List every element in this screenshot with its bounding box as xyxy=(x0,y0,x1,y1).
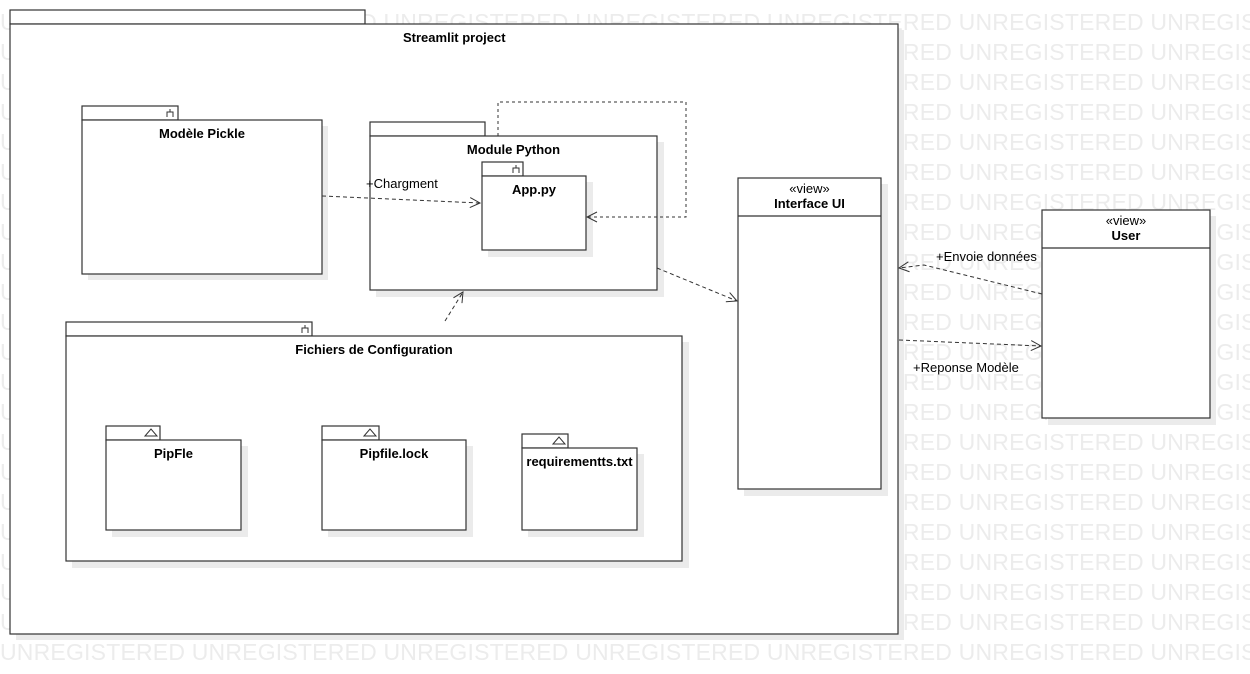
dependency-envoie-donnees[interactable] xyxy=(899,265,1043,295)
package-title-requirements: requirementts.txt xyxy=(526,454,633,469)
model-triangle-icon xyxy=(551,436,567,445)
dependency-module-to-ui[interactable] xyxy=(656,267,737,301)
class-header-interface-ui: «view» Interface UI xyxy=(738,181,881,211)
package-title-pipfile-lock: Pipfile.lock xyxy=(359,446,429,461)
model-triangle-icon xyxy=(362,428,378,437)
package-pipfile[interactable] xyxy=(105,425,248,537)
class-header-user: «view» User xyxy=(1042,213,1210,243)
package-app-py[interactable] xyxy=(481,161,593,257)
dependency-self-loop[interactable] xyxy=(497,101,687,217)
package-requirements[interactable] xyxy=(521,433,644,537)
stereotype-label: «view» xyxy=(1105,213,1147,228)
package-title-pipfile: PipFle xyxy=(153,446,193,461)
package-pipfile-lock[interactable] xyxy=(321,425,473,537)
dependency-reponse-modele[interactable] xyxy=(898,339,1041,346)
class-interface-ui[interactable] xyxy=(737,177,888,496)
subsystem-icon xyxy=(512,165,520,173)
package-modele-pickle[interactable] xyxy=(81,105,328,280)
model-triangle-icon xyxy=(143,428,159,437)
package-title-app-py: App.py xyxy=(511,182,557,197)
class-name-user: User xyxy=(1111,228,1141,243)
subsystem-icon xyxy=(166,109,174,117)
package-title-modele-pickle: Modèle Pickle xyxy=(159,126,245,141)
class-user[interactable] xyxy=(1041,209,1216,425)
package-title-fichiers-configuration: Fichiers de Configuration xyxy=(295,342,453,357)
relation-label-reponse-modele: +Reponse Modèle xyxy=(913,360,1019,375)
class-name-interface-ui: Interface UI xyxy=(774,196,845,211)
package-title-streamlit-project: Streamlit project xyxy=(403,30,506,45)
relation-label-chargement: +Chargment xyxy=(366,176,438,191)
stereotype-label: «view» xyxy=(789,181,830,196)
relation-label-envoie-donnees: +Envoie données xyxy=(936,249,1037,264)
dependency-config-to-module[interactable] xyxy=(444,292,463,322)
package-title-module-python: Module Python xyxy=(466,142,561,157)
subsystem-icon xyxy=(301,325,309,333)
dependency-chargement[interactable] xyxy=(321,195,480,203)
